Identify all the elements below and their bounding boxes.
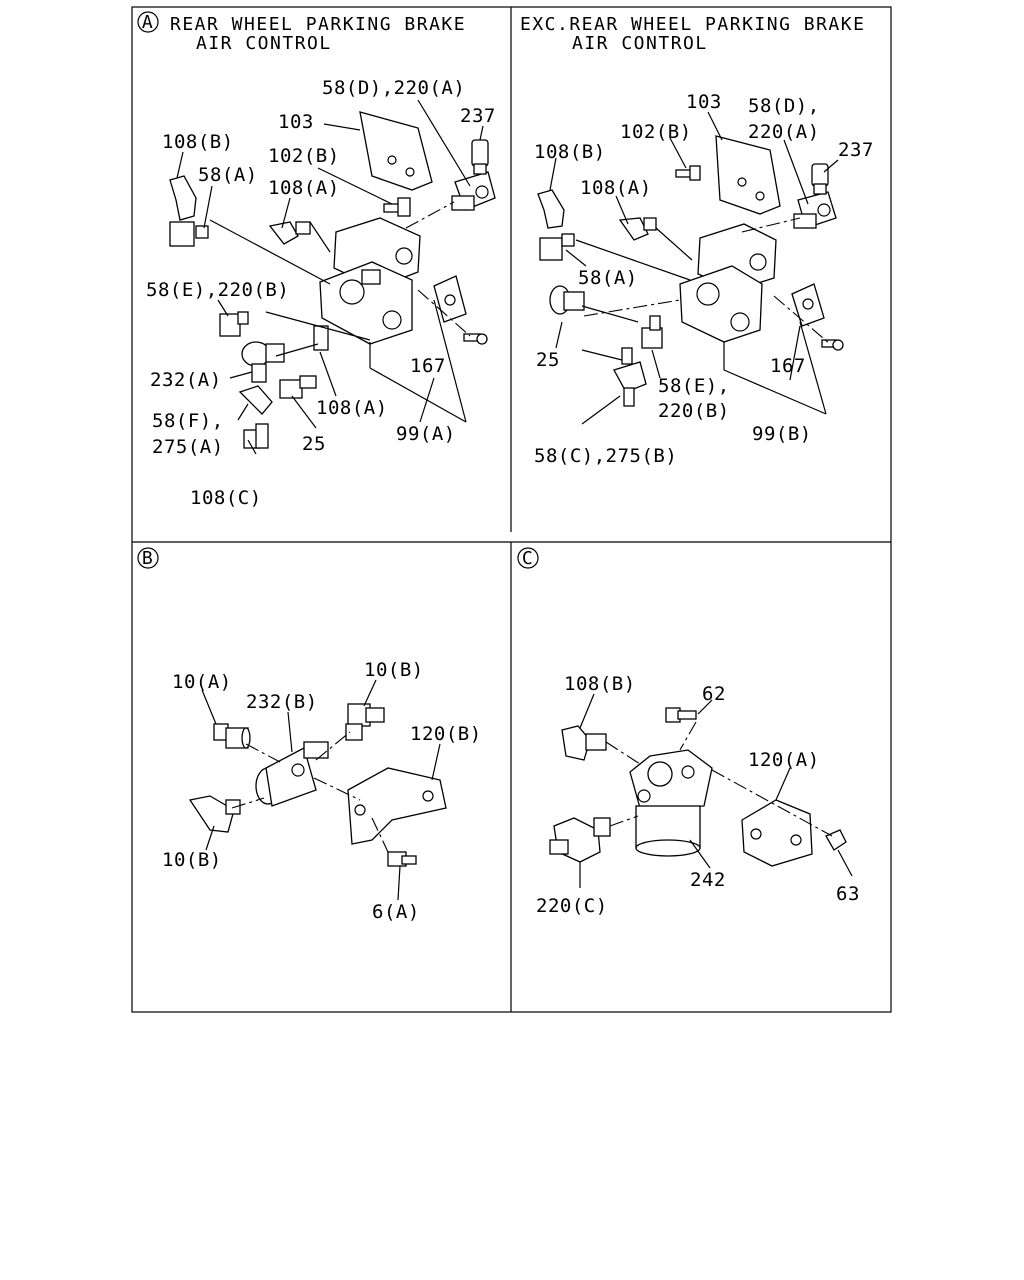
label-c-10a: 10(A) (172, 671, 232, 693)
label-b-108a: 108(A) (580, 177, 652, 199)
panel-a-title-1: REAR WHEEL PARKING BRAKE (170, 14, 466, 35)
label-a-108c: 108(C) (190, 487, 262, 509)
label-b-58d: 58(D), (748, 95, 820, 117)
marker-circle-a (137, 11, 159, 33)
label-a-58a: 58(A) (198, 164, 258, 186)
label-b-220a: 220(A) (748, 121, 820, 143)
label-a-99a: 99(A) (396, 423, 456, 445)
label-a-108a: 108(A) (268, 177, 340, 199)
panel-d-parts (549, 693, 853, 888)
label-a-232a: 232(A) (150, 369, 222, 391)
label-a-108a-lower: 108(A) (316, 397, 388, 419)
label-a-237: 237 (460, 105, 496, 127)
panel-c-parts (188, 679, 447, 901)
label-b-108b: 108(B) (534, 141, 606, 163)
label-c-10b-bottom: 10(B) (162, 849, 222, 871)
marker-a: A (142, 12, 154, 33)
label-a-58f: 58(F), (152, 410, 224, 432)
panel-b-parts (537, 111, 844, 425)
label-d-62: 62 (702, 683, 726, 705)
label-b-102b: 102(B) (620, 121, 692, 143)
label-d-108b: 108(B) (564, 673, 636, 695)
panel-b-title-2: AIR CONTROL (572, 33, 708, 54)
label-a-25: 25 (302, 433, 326, 455)
label-b-58c-275b: 58(C),275(B) (534, 445, 677, 467)
label-d-63: 63 (836, 883, 860, 905)
marker-circle-b (137, 547, 159, 569)
label-a-167: 167 (410, 355, 446, 377)
label-b-99b: 99(B) (752, 423, 812, 445)
label-c-10b-top: 10(B) (364, 659, 424, 681)
label-b-103: 103 (686, 91, 722, 113)
label-d-220c: 220(C) (536, 895, 608, 917)
label-b-58e: 58(E), (658, 375, 730, 397)
label-a-102b: 102(B) (268, 145, 340, 167)
marker-c: C (522, 548, 534, 569)
label-b-25: 25 (536, 349, 560, 371)
label-a-275a: 275(A) (152, 436, 224, 458)
label-a-108b: 108(B) (162, 131, 234, 153)
panel-a-parts (169, 99, 496, 455)
marker-b: B (142, 548, 154, 569)
label-c-120b: 120(B) (410, 723, 482, 745)
label-b-220b: 220(B) (658, 400, 730, 422)
label-b-167: 167 (770, 355, 806, 377)
label-a-103: 103 (278, 111, 314, 133)
label-d-120a: 120(A) (748, 749, 820, 771)
panel-c: B (137, 547, 482, 923)
label-a-58e-220b: 58(E),220(B) (146, 279, 289, 301)
label-a-58d-220a: 58(D),220(A) (322, 77, 465, 99)
panel-a-title-2: AIR CONTROL (196, 33, 332, 54)
label-d-242: 242 (690, 869, 726, 891)
label-b-237: 237 (838, 139, 874, 161)
marker-circle-c (517, 547, 539, 569)
label-c-6a: 6(A) (372, 901, 420, 923)
panel-b: EXC.REAR WHEEL PARKING BRAKE AIR CONTROL (520, 14, 874, 467)
label-b-58a: 58(A) (578, 267, 638, 289)
panel-a: A REAR WHEEL PARKING BRAKE AIR CONTROL (137, 11, 496, 509)
panel-d: C (517, 547, 860, 917)
panel-b-title-1: EXC.REAR WHEEL PARKING BRAKE (520, 14, 865, 35)
label-c-232b: 232(B) (246, 691, 318, 713)
